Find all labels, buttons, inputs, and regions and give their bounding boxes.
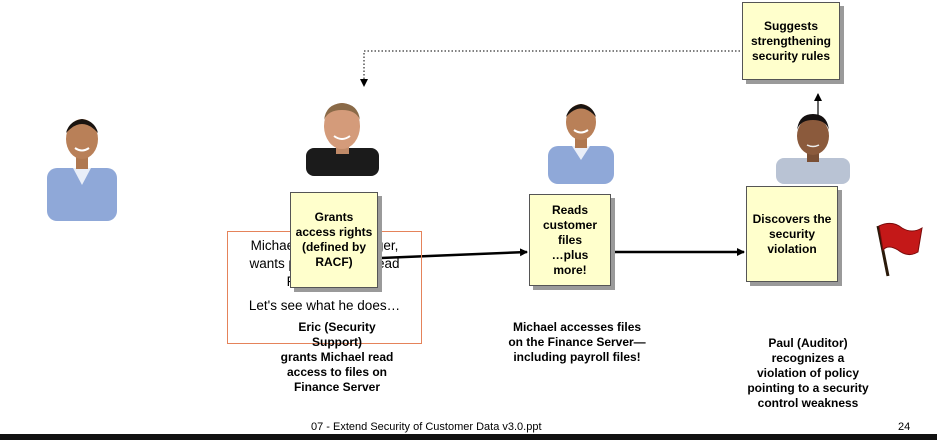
page-number: 24 — [898, 421, 911, 433]
paul-caption: Paul (Auditor) recognizes a violation of… — [738, 336, 878, 411]
eric-caption-line4: Finance Server — [293, 380, 381, 394]
eric-caption-line3: access to files on — [286, 365, 388, 379]
michael-caption-line3: including payroll files! — [513, 350, 641, 364]
paul-caption-line5: control weakness — [757, 396, 859, 410]
discovers-violation-box: Discovers the security violation — [746, 186, 838, 282]
discovers-line1: Discovers the — [752, 211, 832, 226]
michael-caption: Michael accesses files on the Finance Se… — [502, 320, 652, 365]
footer-filename: 07 - Extend Security of Customer Data v3… — [311, 421, 542, 433]
bottom-rule — [0, 434, 937, 440]
michael-photo-left — [47, 119, 117, 221]
suggests-line1: Suggests — [763, 18, 818, 33]
discovers-line2: security — [768, 226, 815, 241]
grants-line3: (defined by — [301, 240, 366, 254]
eric-caption-line1: Eric (Security Support) — [298, 320, 376, 349]
grants-line4: RACF) — [315, 255, 353, 269]
michael-photo-middle — [548, 104, 614, 184]
discovers-line3: violation — [767, 241, 817, 256]
feedback-dotted-line — [360, 50, 740, 87]
reads-files-box: Reads customer files …plus more! — [529, 194, 611, 286]
grants-line2: access rights — [295, 225, 373, 239]
reads-line2: customer files — [542, 217, 598, 247]
paul-caption-line3: violation of policy — [756, 366, 859, 380]
grants-access-box: Grants access rights (defined by RACF) — [290, 192, 378, 288]
paul-caption-line4: pointing to a security — [747, 381, 869, 395]
reads-line1: Reads — [551, 202, 589, 217]
reads-line3: …plus more! — [551, 247, 589, 277]
michael-caption-line1: Michael accesses files — [512, 320, 642, 334]
eric-caption-line2: grants Michael read — [280, 350, 394, 364]
michael-request-line4: Let's see what he does… — [248, 298, 401, 313]
paul-caption-line2: recognizes a — [771, 351, 845, 365]
arrow-grants-to-reads — [379, 248, 528, 260]
paul-photo — [776, 114, 850, 184]
eric-photo — [306, 103, 379, 176]
paul-caption-line1: Paul (Auditor) — [768, 336, 848, 350]
grants-line1: Grants — [314, 210, 354, 224]
eric-caption: Eric (Security Support) grants Michael r… — [272, 320, 402, 395]
suggests-line3: security rules — [751, 48, 831, 63]
michael-caption-line2: on the Finance Server— — [508, 335, 646, 349]
suggests-rules-box: Suggests strengthening security rules — [742, 2, 840, 80]
suggests-line2: strengthening — [751, 33, 831, 48]
red-flag-icon — [876, 222, 923, 277]
